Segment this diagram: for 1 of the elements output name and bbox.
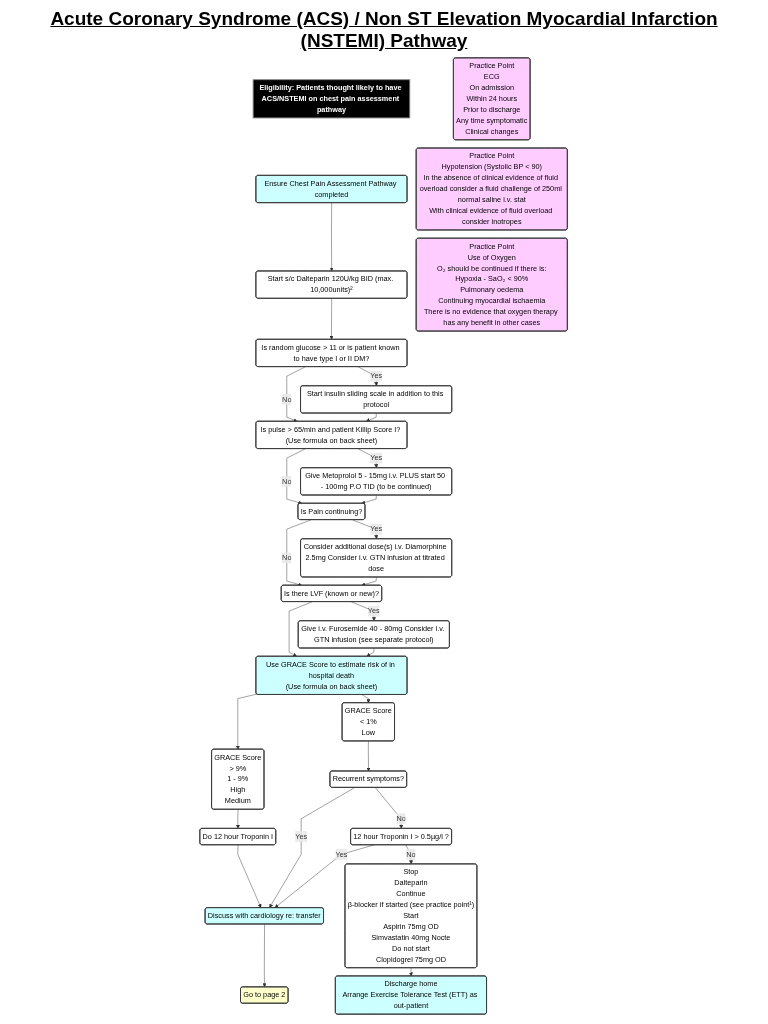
title: Acute Coronary Syndrome (ACS) / Non ST Elevation Myocardial Infarction (NSTEMI) Pathway — [49, 8, 719, 52]
